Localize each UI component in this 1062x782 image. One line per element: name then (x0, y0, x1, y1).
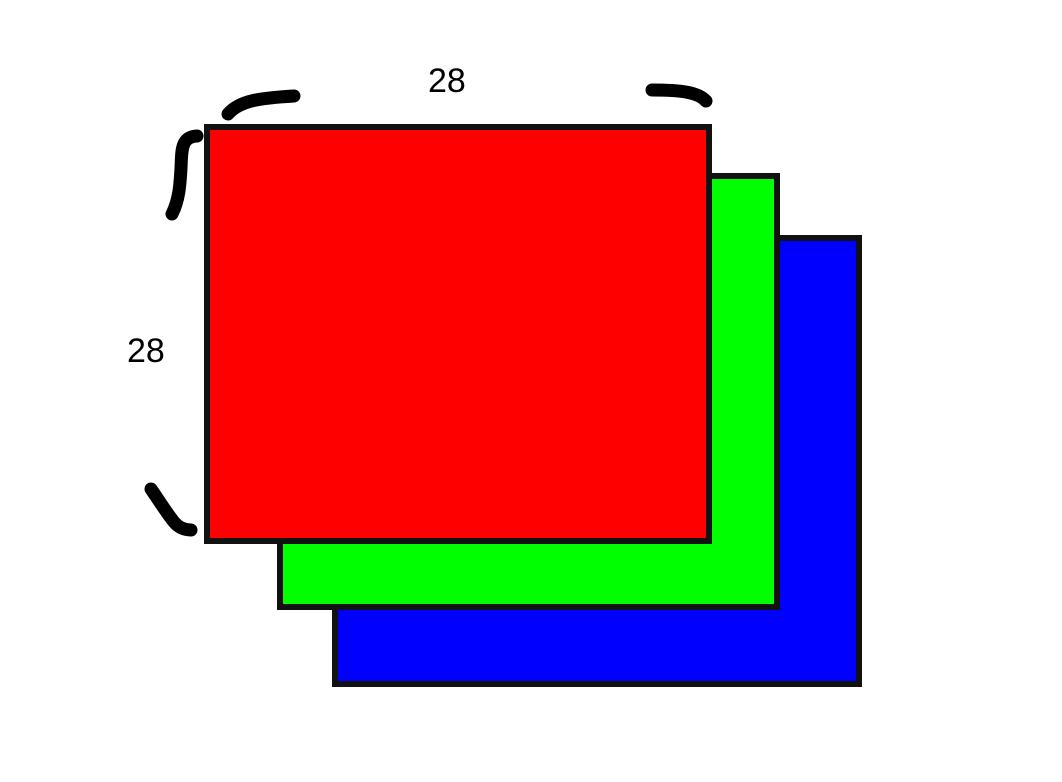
height-bracket-top (165, 129, 204, 221)
width-bracket-right (645, 83, 713, 108)
height-label: 28 (127, 332, 165, 370)
width-label: 28 (428, 62, 466, 100)
width-bracket-left (221, 89, 301, 121)
height-bracket-bottom (144, 482, 198, 537)
red-channel-layer (204, 124, 712, 544)
